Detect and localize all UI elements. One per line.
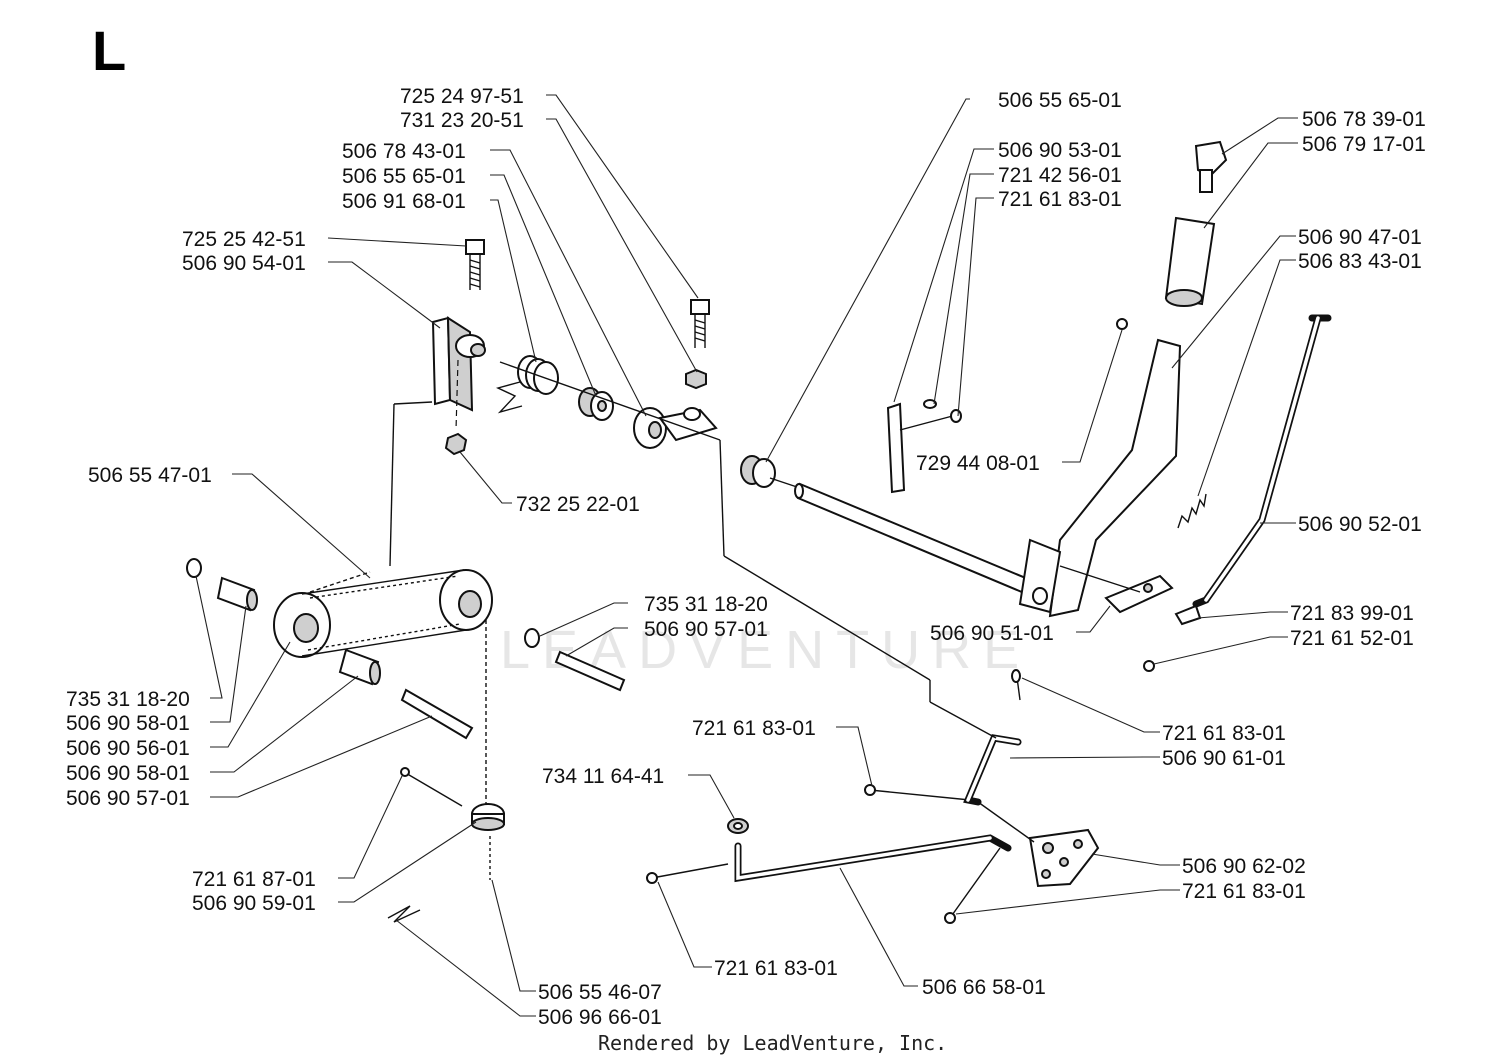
part-label: 734 11 64-41 bbox=[542, 765, 664, 788]
part-label: 721 61 52-01 bbox=[1290, 627, 1414, 650]
bolt-left-icon bbox=[465, 239, 485, 290]
part-label: 725 25 42-51 bbox=[182, 228, 306, 251]
part-label: 506 90 57-01 bbox=[644, 618, 768, 641]
cotter-pins-icon bbox=[387, 669, 1021, 924]
connecting-rod-icon bbox=[734, 834, 1012, 883]
nut-left-icon bbox=[444, 432, 468, 456]
handle-grip-icon bbox=[1164, 216, 1216, 307]
part-label: 725 24 97-51 bbox=[400, 85, 524, 108]
pivot-bolt-icon bbox=[1143, 604, 1202, 672]
indicator-plate-icon bbox=[886, 399, 962, 494]
bushing-upper-icon bbox=[578, 387, 614, 421]
part-label: 721 61 83-01 bbox=[1182, 880, 1306, 903]
part-label: 506 90 51-01 bbox=[930, 622, 1054, 645]
part-label: 506 90 52-01 bbox=[1298, 513, 1422, 536]
part-label: 506 90 58-01 bbox=[66, 762, 190, 785]
part-label: 721 42 56-01 bbox=[998, 164, 1122, 187]
parts-drawing bbox=[186, 140, 1332, 924]
washer-pin-right-icon bbox=[524, 628, 626, 692]
extension-spring-icon bbox=[1177, 493, 1207, 529]
part-label: 506 96 66-01 bbox=[538, 1006, 662, 1029]
part-label: 721 83 99-01 bbox=[1290, 602, 1414, 625]
long-rod-icon bbox=[1192, 314, 1332, 608]
part-label: 506 91 68-01 bbox=[342, 190, 466, 213]
part-label: 506 55 46-07 bbox=[538, 981, 662, 1004]
part-label: 506 66 58-01 bbox=[922, 976, 1046, 999]
bracket-icon bbox=[431, 316, 486, 412]
part-label: 721 61 83-01 bbox=[1162, 722, 1286, 745]
chain-icon bbox=[309, 571, 491, 880]
part-label: 506 90 47-01 bbox=[1298, 226, 1422, 249]
part-label: 506 78 43-01 bbox=[342, 140, 466, 163]
part-label: 506 90 62-02 bbox=[1182, 855, 1306, 878]
pedal-plate-icon bbox=[1028, 828, 1100, 888]
part-label: 506 55 47-01 bbox=[88, 464, 212, 487]
torsion-spring-icon bbox=[495, 355, 559, 414]
handle-knob-icon bbox=[1194, 140, 1228, 193]
part-label: 729 44 08-01 bbox=[916, 452, 1040, 475]
part-label: 506 78 39-01 bbox=[1302, 108, 1426, 131]
part-label: 506 83 43-01 bbox=[1298, 250, 1422, 273]
part-label: 506 90 57-01 bbox=[66, 787, 190, 810]
spacer-left-icon bbox=[186, 558, 258, 612]
sprocket-icon bbox=[471, 803, 505, 831]
part-labels: 725 24 97-51 731 23 20-51 506 78 43-01 5… bbox=[66, 85, 1426, 1029]
bushing-lower-icon bbox=[740, 455, 776, 488]
part-label: 506 90 53-01 bbox=[998, 139, 1122, 162]
part-label: 721 61 87-01 bbox=[192, 868, 316, 891]
link-bracket-icon bbox=[1104, 574, 1174, 614]
part-label: 735 31 18-20 bbox=[644, 593, 768, 616]
part-label: 731 23 20-51 bbox=[400, 109, 524, 132]
section-letter: L bbox=[92, 19, 126, 82]
handle-lever-icon bbox=[1018, 338, 1182, 618]
part-label: 506 90 58-01 bbox=[66, 712, 190, 735]
part-label: 506 90 56-01 bbox=[66, 737, 190, 760]
part-label: 721 61 83-01 bbox=[692, 717, 816, 740]
bolt-right-icon bbox=[685, 299, 710, 390]
part-label: 506 55 65-01 bbox=[998, 89, 1122, 112]
part-label: 506 55 65-01 bbox=[342, 165, 466, 188]
part-label: 506 90 61-01 bbox=[1162, 747, 1286, 770]
part-label: 721 61 83-01 bbox=[714, 957, 838, 980]
clip-icon bbox=[1116, 318, 1128, 330]
spacer-lower-icon bbox=[338, 648, 381, 686]
part-label: 721 61 83-01 bbox=[998, 188, 1122, 211]
rod-crank-icon bbox=[963, 734, 1022, 806]
footer-credit: Rendered by LeadVenture, Inc. bbox=[598, 1031, 947, 1055]
part-label: 732 25 22-01 bbox=[516, 493, 640, 516]
pin-lower-icon bbox=[400, 688, 474, 740]
part-label: 506 90 59-01 bbox=[192, 892, 316, 915]
belt-pulleys-icon bbox=[273, 569, 493, 658]
part-label: 506 79 17-01 bbox=[1302, 133, 1426, 156]
part-label: 735 31 18-20 bbox=[66, 688, 190, 711]
cross-shaft-icon bbox=[794, 482, 1042, 600]
part-label: 506 90 54-01 bbox=[182, 252, 306, 275]
leader-lines bbox=[195, 94, 1298, 1017]
washer-icon bbox=[727, 818, 749, 834]
